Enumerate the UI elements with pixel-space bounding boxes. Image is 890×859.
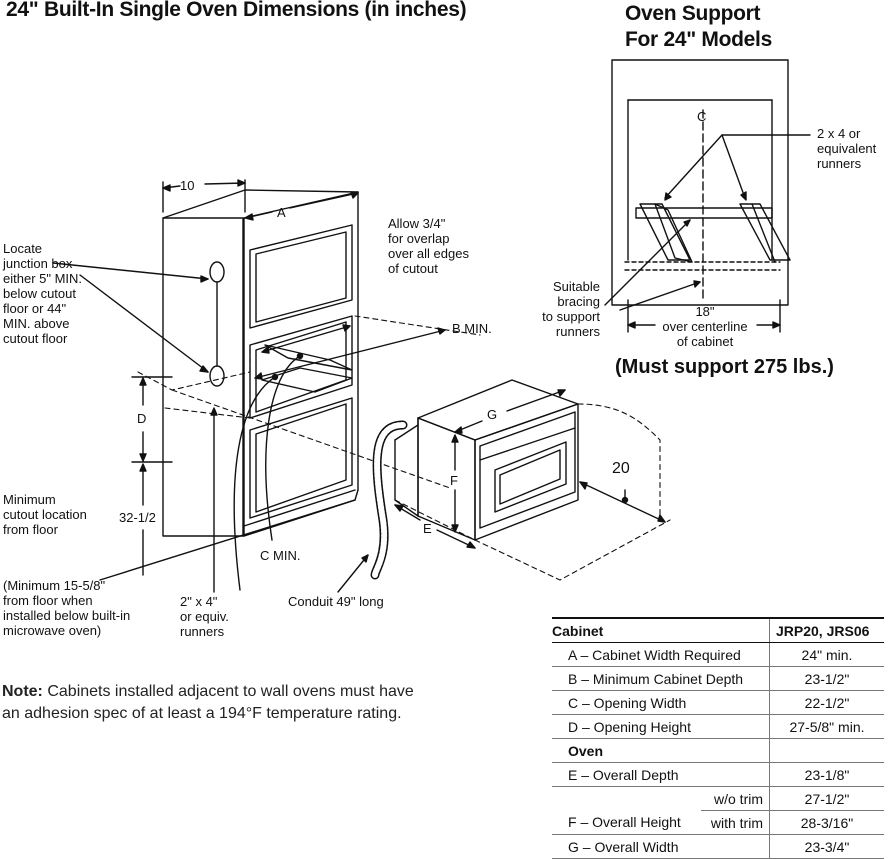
centerline-label: C [697,109,707,124]
dim-32-label: 32-1/2 [119,510,156,525]
support-title-line1: Oven Support [625,2,761,25]
dim-10-label: 10 [180,178,195,193]
over-centerline-note: 18" over centerline of cabinet [662,304,748,349]
dim-32-line [100,464,355,580]
support-title-line2: For 24" Models [625,28,772,51]
table-row: C – Opening Width 22-1/2" [552,690,884,715]
dim-b-line [255,328,445,379]
table-row: B – Minimum Cabinet Depth 23-1/2" [552,666,884,691]
allow-note: Allow 3/4" for overlap over all edges of… [388,216,469,276]
dim-c-label: C MIN. [260,548,301,563]
dim-g-line [455,390,565,433]
dim-20-line [580,482,665,522]
dim-f-label: F [450,473,458,488]
runners-note: 2" x 4" or equiv. runners [180,594,229,639]
table-header-models: JRP20, JRS06 [769,617,884,643]
table-oven-header-row: Oven [552,738,884,763]
table-row: E – Overall Depth 23-1/8" [552,762,884,787]
oven-drawing [375,380,670,580]
conduit-leader [338,555,368,592]
min-cutout-note: Minimum cutout location from floor [3,492,87,537]
table-row: w/o trim 27-1/2" [552,786,884,811]
must-support-note: (Must support 275 lbs.) [615,356,834,378]
table-header-cabinet: Cabinet [552,617,770,643]
table-row: D – Opening Height 27-5/8" min. [552,714,884,739]
table-row: F – Overall Height with trim 28-3/16" [552,810,884,835]
dim-f-line [452,435,458,532]
dim-d-line [132,377,172,462]
dim-a-label: A [277,205,286,220]
oven-support-drawing [605,60,810,332]
bracing-note: Suitable bracing to support runners [542,279,600,339]
runners-2x4-note: 2 x 4 or equivalent runners [817,126,877,171]
dim-e-label: E [423,521,432,536]
table-row: G – Overall Width 23-3/4" [552,834,884,859]
dim-10-line [163,180,245,212]
dim-20-label: 20 [612,460,630,477]
dim-a-line [245,192,358,220]
dim-c-line [262,325,350,540]
dim-g-label: G [487,407,498,422]
table-header-row: Cabinet JRP20, JRS06 [552,617,884,643]
page-title: 24" Built-In Single Oven Dimensions (in … [6,0,467,21]
adhesion-note: Note: Cabinets installed adjacent to wal… [2,683,414,722]
table-row: A – Cabinet Width Required 24" min. [552,642,884,667]
dim-b-label: B MIN. [452,321,492,336]
junction-leader [53,263,208,372]
dim-e-line [395,505,475,548]
junction-note: Locate junction box either 5" MIN. below… [3,241,83,346]
runners-leader [211,373,279,593]
dim-d-label: D [137,411,147,426]
min-158-note: (Minimum 15-5/8" from floor when install… [3,578,131,638]
conduit-note: Conduit 49" long [288,594,384,609]
spec-table: Cabinet JRP20, JRS06 A – Cabinet Width R… [552,617,884,859]
